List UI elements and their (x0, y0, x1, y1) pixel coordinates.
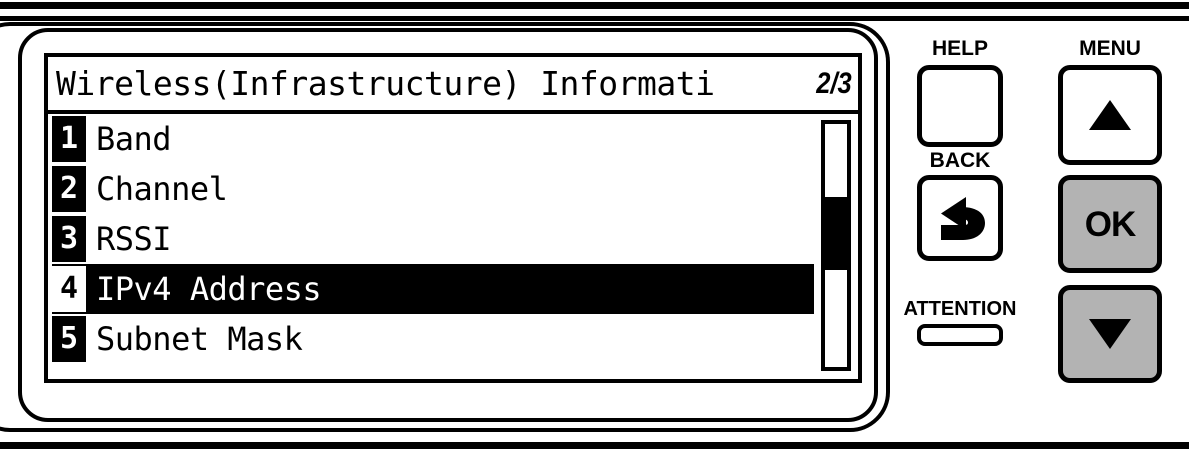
down-button[interactable] (1058, 285, 1162, 383)
chassis-bottom-rule (0, 442, 1189, 449)
list-item-number: 5 (52, 316, 86, 362)
panel-bezel-inner (18, 28, 878, 422)
list-item-label: Subnet Mask (96, 320, 303, 358)
menu-up-button[interactable] (1058, 65, 1162, 165)
lcd-body: 1 Band 2 Channel 3 RSSI 4 IPv4 Address 5… (48, 114, 858, 379)
scrollbar[interactable] (814, 114, 858, 379)
list-item-number: 1 (52, 116, 86, 162)
list-item-label: RSSI (96, 220, 172, 258)
back-arrow-icon (941, 197, 985, 240)
help-button[interactable] (917, 65, 1003, 147)
page-indicator: 2/3 (816, 66, 852, 100)
chassis-top-rule-lower (0, 16, 1189, 21)
list-item[interactable]: 5 Subnet Mask (52, 314, 814, 364)
control-panel: Help Back Attention Menu OK (890, 22, 1180, 422)
menu-list: 1 Band 2 Channel 3 RSSI 4 IPv4 Address 5… (48, 114, 814, 379)
ok-button-label: OK (1084, 204, 1136, 244)
back-button-label: Back (929, 149, 991, 172)
list-item[interactable]: 2 Channel (52, 164, 814, 214)
control-panel-right-column: Menu OK (1040, 22, 1180, 383)
attention-led-icon (917, 324, 1003, 346)
lcd-title-bar: Wireless(Infrastructure) Informati 2/3 (48, 57, 858, 114)
menu-button-label: Menu (1079, 37, 1141, 60)
lcd-screen: Wireless(Infrastructure) Informati 2/3 1… (44, 53, 862, 383)
list-item-label: Band (96, 120, 172, 158)
chassis-top-rule-upper (0, 2, 1189, 9)
list-item-number: 2 (52, 166, 86, 212)
list-item-number: 3 (52, 216, 86, 262)
list-item-number: 4 (52, 266, 86, 312)
panel-bezel-outer (0, 22, 890, 432)
scrollbar-track[interactable] (821, 120, 851, 371)
attention-indicator-label: Attention (903, 298, 1017, 320)
list-item-label: Channel (96, 170, 228, 208)
help-button-label: Help (931, 37, 988, 60)
ok-button[interactable]: OK (1058, 175, 1162, 273)
list-item[interactable]: 1 Band (52, 114, 814, 164)
list-item-selected[interactable]: 4 IPv4 Address (52, 264, 814, 314)
page-title: Wireless(Infrastructure) Informati (56, 67, 715, 100)
scrollbar-thumb[interactable] (825, 196, 847, 270)
list-item[interactable]: 3 RSSI (52, 214, 814, 264)
triangle-up-icon (1089, 100, 1131, 130)
back-button[interactable] (917, 175, 1003, 261)
control-panel-left-column: Help Back Attention (890, 22, 1030, 346)
triangle-down-icon (1089, 319, 1131, 349)
list-item-label: IPv4 Address (96, 270, 322, 308)
